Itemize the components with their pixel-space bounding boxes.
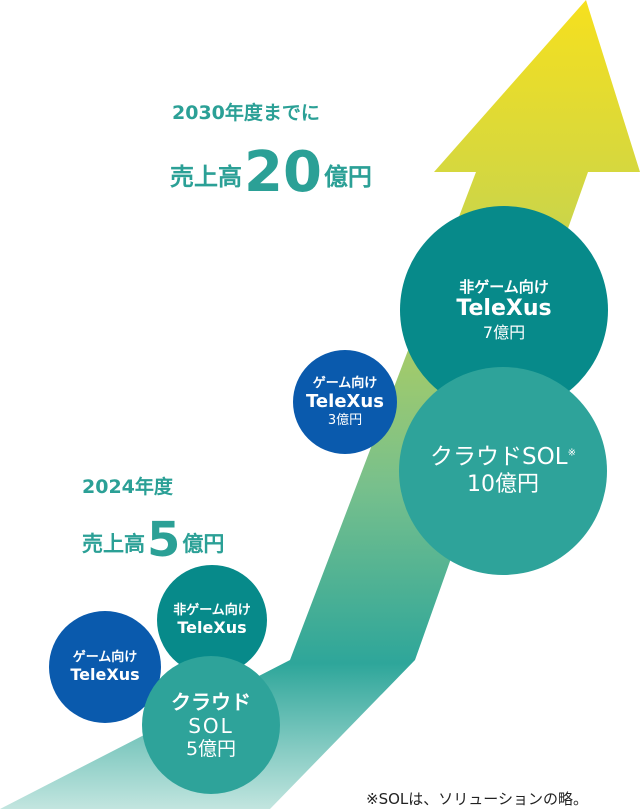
- circle-label: クラウドSOL※: [430, 444, 576, 472]
- circle-product: TeleXus: [456, 296, 552, 322]
- goal-year: 2030年度までに: [172, 102, 320, 124]
- circle-value: 5億円: [185, 737, 237, 760]
- current-unit: 億円: [182, 532, 225, 556]
- goal-sales: 売上高20億円: [170, 140, 372, 205]
- circle-label: ゲーム向け: [312, 375, 378, 391]
- current-year: 2024年度: [82, 476, 173, 498]
- circle-product: TeleXus: [70, 665, 140, 685]
- current-sales: 売上高5億円: [82, 512, 224, 568]
- circle-label: クラウド: [171, 689, 251, 714]
- circle-2024-cloud-sol: クラウド SOL 5億円: [142, 656, 280, 794]
- circle-2030-game-telexus: ゲーム向け TeleXus 3億円: [293, 350, 397, 454]
- circle-label: 非ゲーム向け: [459, 278, 549, 297]
- current-amount: 5: [147, 512, 181, 568]
- circle-label: 非ゲーム向け: [173, 602, 251, 618]
- circle-label: ゲーム向け: [72, 649, 138, 665]
- goal-amount: 20: [244, 140, 322, 205]
- circle-value: 7億円: [482, 322, 526, 342]
- circle-value: 10億円: [467, 471, 539, 497]
- current-prefix: 売上高: [82, 532, 145, 556]
- circle-2030-cloud-sol: クラウドSOL※ 10億円: [399, 367, 607, 575]
- circle-label-text: クラウドSOL: [430, 444, 568, 470]
- circle-product: TeleXus: [306, 391, 384, 413]
- circle-value: 3億円: [327, 412, 363, 428]
- goal-prefix: 売上高: [170, 163, 242, 191]
- circle-product: TeleXus: [177, 618, 247, 638]
- circle-2024-game-telexus: ゲーム向け TeleXus: [49, 611, 161, 723]
- goal-unit: 億円: [323, 163, 372, 191]
- circle-2024-nongame-telexus: 非ゲーム向け TeleXus: [157, 565, 267, 675]
- footnote: ※SOLは、ソリューションの略。: [366, 790, 588, 808]
- circle-product: SOL: [188, 713, 234, 738]
- footnote-mark: ※: [567, 447, 576, 459]
